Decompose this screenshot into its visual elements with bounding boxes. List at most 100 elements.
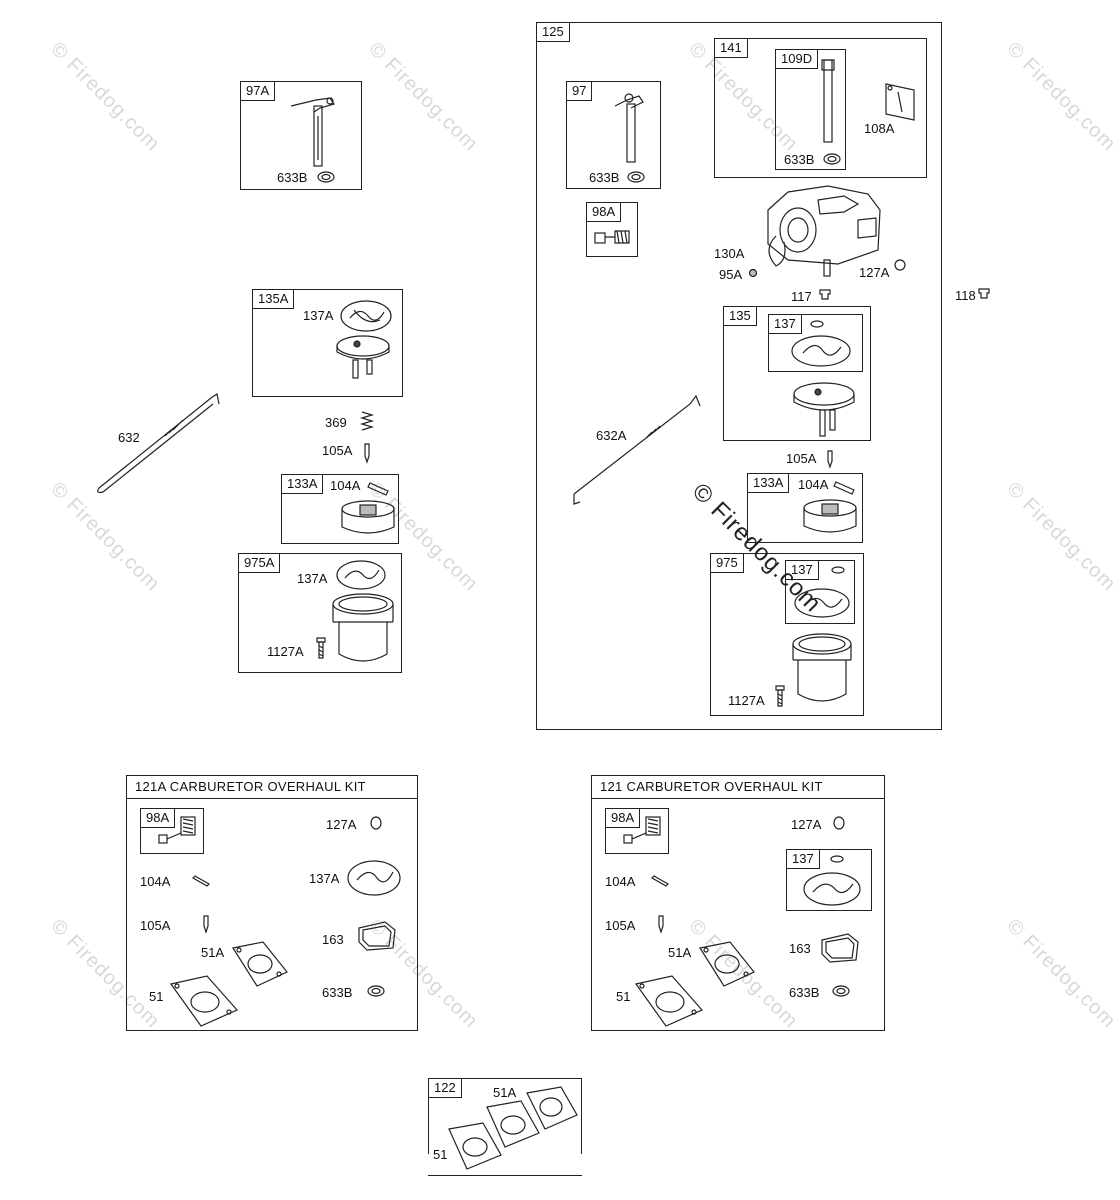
intake-gasket-icon [448,1122,502,1170]
part-label: 369 [325,415,347,430]
watermark: © Firedog.com [1002,915,1120,1033]
part-number-tag: 975 [711,554,744,573]
part-box-122[interactable]: 122 51A 51 [428,1078,582,1170]
o-ring-icon [831,566,845,574]
part-label: 108A [864,121,895,136]
part-box-98A[interactable]: 98A [140,808,204,854]
part-number-tag: 97A [241,82,276,101]
part-label: 104A [798,477,829,492]
watermark: © Firedog.com [1002,38,1120,156]
float-bowl-icon [332,593,394,662]
intake-gasket-icon [486,1100,540,1148]
seal-icon [823,153,841,165]
inlet-needle-icon [658,915,664,934]
part-box-98A[interactable]: 98A [586,202,638,257]
part-box-137[interactable]: 137 [785,560,855,624]
bowl-gasket-icon [358,921,396,951]
parts-diagram-canvas: { "watermarks": { "text": "© Firedog.com… [46,22,1120,1176]
intake-gasket-icon [526,1086,578,1130]
hinge-pin-icon [651,875,669,887]
idle-screw-icon [623,816,661,844]
throttle-link-icon [573,394,701,505]
part-label: 51 [616,989,631,1004]
part-box-109D[interactable]: 109D 633B [775,49,846,170]
o-ring-icon [833,816,845,830]
part-number-tag: 137 [787,850,820,869]
part-number-tag: 122 [429,1079,462,1098]
gasket-icon [347,860,401,896]
hinge-pin-icon [833,481,855,495]
part-box-975[interactable]: 975 [710,553,864,716]
part-box-133A[interactable]: 133A 104A [281,474,399,544]
part-label: 163 [789,941,811,956]
part-label: 51 [149,989,164,1004]
part-box-135[interactable]: 135 [723,306,871,441]
throttle-shaft-icon [821,59,835,143]
o-ring-icon [830,855,844,863]
part-label: 104A [605,874,636,889]
part-label: 117 [791,289,812,304]
part-box-975A[interactable]: 975A 137A 1127A [238,553,402,673]
screw-icon [316,637,326,659]
idle-screw-icon [594,230,630,244]
part-label: 127A [326,817,357,832]
idle-screw-icon [158,816,196,844]
part-label: 632 [118,430,140,445]
governor-lever-icon [290,97,335,167]
divider [428,1175,582,1176]
governor-lever-icon [614,93,644,163]
part-label: 105A [605,918,636,933]
watermark: © Firedog.com [364,38,483,156]
gasket-icon [791,335,851,367]
part-label: 137A [309,871,340,886]
part-box-133A[interactable]: 133A 104A [747,473,863,543]
part-box-141[interactable]: 141 [714,38,927,178]
part-number-tag: 133A [282,475,324,494]
watermark: © Firedog.com [1002,478,1120,596]
screw-icon [748,268,758,278]
part-number-tag: 98A [606,809,641,828]
part-box-97[interactable]: 97 633B [566,81,661,189]
intake-gasket-icon [232,941,288,987]
o-ring-icon [370,816,382,830]
part-box-97A[interactable]: 97A 633B [240,81,362,190]
kit-title: 121A CARBURETOR OVERHAUL KIT [127,776,417,799]
part-number-tag: 98A [587,203,622,222]
part-label: 163 [322,932,344,947]
part-number-tag: 133A [748,474,790,493]
part-label: 104A [140,874,171,889]
part-number-tag: 975A [239,554,281,573]
kit-box-121[interactable]: 121 CARBURETOR OVERHAUL KIT 98A 127A 137… [591,775,885,1031]
seal-icon [627,171,645,183]
part-label: 51A [493,1085,517,1100]
gasket-icon [803,872,861,906]
part-box-98A[interactable]: 98A [605,808,669,854]
spring-icon [359,411,375,431]
part-label: 51 [433,1147,448,1162]
part-box-125[interactable]: 125 [536,22,942,730]
part-box-137[interactable]: 137 [768,314,863,372]
plug-icon [819,289,831,300]
part-label: 632A [596,428,627,443]
intake-gasket-icon [169,975,238,1027]
part-label: 633B [589,170,620,185]
part-label: 633B [322,985,353,1000]
screw-icon [775,685,785,707]
hinge-pin-icon [367,482,389,496]
float-bowl-plate-icon [793,382,855,437]
part-label: 105A [140,918,171,933]
watermark: © Firedog.com [46,38,165,156]
kit-box-121A[interactable]: 121A CARBURETOR OVERHAUL KIT 98A 127A 10… [126,775,418,1031]
part-number-tag: 137 [769,315,802,334]
carburetor-body-icon [767,185,881,277]
part-label: 51A [201,945,225,960]
part-label: 633B [789,985,820,1000]
float-icon [803,499,857,533]
part-box-135A[interactable]: 135A 137A [252,289,403,397]
inlet-needle-icon [203,915,209,934]
part-box-137[interactable]: 137 [786,849,872,911]
part-label: 1127A [728,693,765,708]
part-label: 137A [297,571,328,586]
inlet-needle-icon [827,450,833,469]
part-label: 105A [786,451,817,466]
